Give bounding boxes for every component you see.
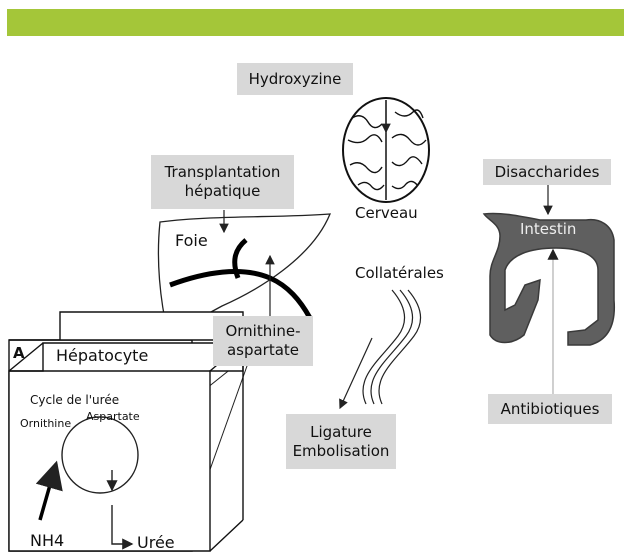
hepatocyte-title: Hépatocyte <box>56 347 148 365</box>
ligature-text: Ligature <box>310 423 372 442</box>
ornithine-inset-label: Ornithine <box>20 417 71 430</box>
transplantation-label: Transplantation hépatique <box>151 155 294 209</box>
nh4-label: NH4 <box>30 532 64 550</box>
transplantation-text-1: Transplantation <box>165 163 281 182</box>
foie-label: Foie <box>175 232 208 250</box>
aspartate-inset-label: Aspartate <box>86 410 140 423</box>
intestin-label: Intestin <box>520 220 576 238</box>
collateral-vessels <box>363 290 421 404</box>
hydroxyzine-text: Hydroxyzine <box>249 70 342 89</box>
antibiotiques-text: Antibiotiques <box>501 400 600 419</box>
ligature-arrow <box>340 338 372 408</box>
ornithine-text-2: aspartate <box>227 341 299 360</box>
ornithine-aspartate-label: Ornithine- aspartate <box>213 316 313 366</box>
hydroxyzine-label: Hydroxyzine <box>237 63 353 95</box>
ligature-embolisation-label: Ligature Embolisation <box>286 414 396 469</box>
uree-label: Urée <box>137 534 175 552</box>
inset-letter: A <box>13 344 25 362</box>
antibiotiques-label: Antibiotiques <box>488 394 612 424</box>
collaterales-label: Collatérales <box>355 264 444 282</box>
ornithine-text-1: Ornithine- <box>225 322 300 341</box>
cerveau-label: Cerveau <box>355 204 418 222</box>
disaccharides-text: Disaccharides <box>495 163 600 182</box>
cycle-uree-label: Cycle de l'urée <box>30 393 119 407</box>
transplantation-text-2: hépatique <box>185 182 261 201</box>
disaccharides-label: Disaccharides <box>483 159 611 185</box>
embolisation-text: Embolisation <box>293 442 390 461</box>
